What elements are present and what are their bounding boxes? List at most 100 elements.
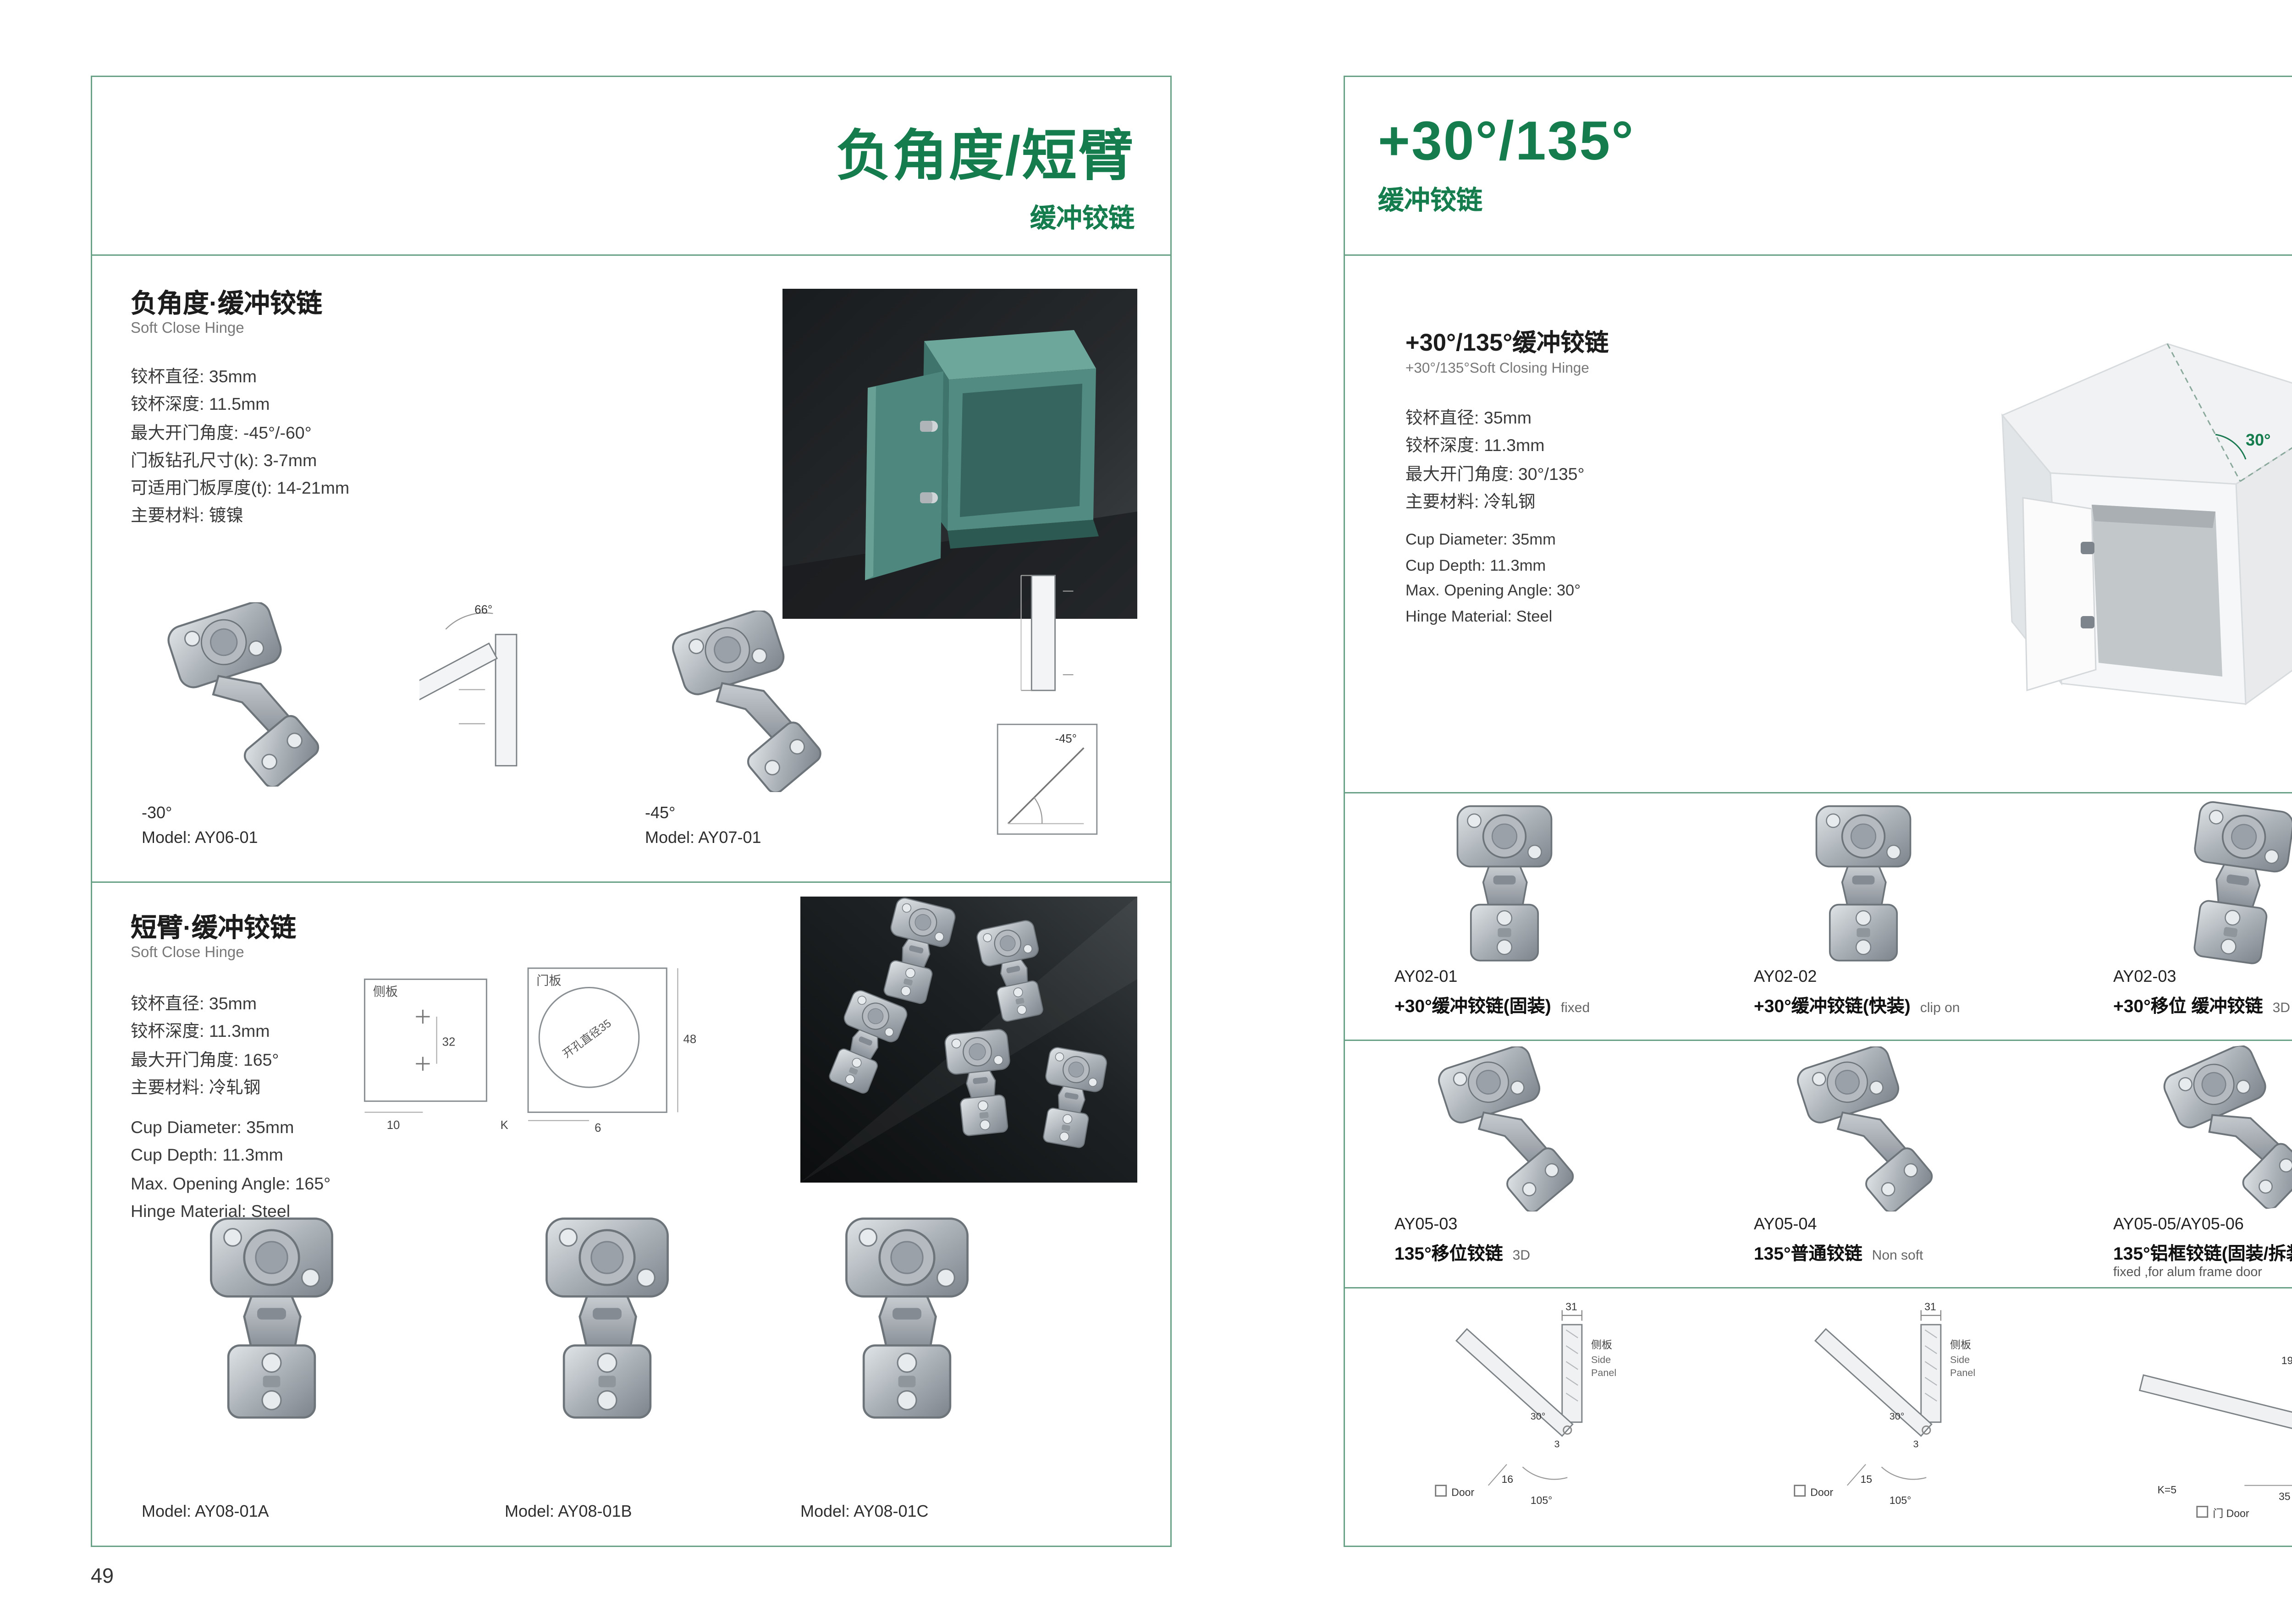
drawing-angle-label: -45° <box>1055 732 1077 745</box>
page-subtitle: 缓冲铰链 <box>1030 205 1135 234</box>
product-name: +30°缓冲铰链(固装)fixed <box>1394 996 1590 1016</box>
dim-label: 3 <box>1913 1438 1919 1449</box>
section-subheading: Soft Close Hinge <box>131 320 244 337</box>
arc-label: 105° <box>1890 1494 1912 1506</box>
section-heading: 负角度·缓冲铰链 <box>131 290 322 319</box>
product-name: 135°铝框铰链(固装/拆装) <box>2113 1243 2292 1264</box>
spec-line: Cup Diameter: 35mm <box>1405 532 1556 549</box>
arc-label: 105° <box>1531 1494 1553 1506</box>
page-subtitle: 缓冲铰链 <box>1378 187 1483 216</box>
product-code: AY05-04 <box>1753 1214 1817 1233</box>
product-model: Model: AY08-01B <box>505 1502 632 1521</box>
door-label: Door <box>1451 1486 1474 1498</box>
spec-line: 铰杯直径: 35mm <box>131 994 257 1013</box>
product-tag: 3D <box>2272 1001 2290 1016</box>
spec-line: 主要材料: 冷轧钢 <box>1405 492 1536 512</box>
spec-line: 门板钻孔尺寸(k): 3-7mm <box>131 451 317 470</box>
dim-label: K=5 <box>2157 1484 2176 1496</box>
corner-cabinet-render: 30° <box>1885 292 2292 745</box>
spec-line: 最大开门角度: -45°/-60° <box>131 423 312 442</box>
diagram-cell: 31 侧板 Side Panel 30° 3 15 105° Door <box>1704 1288 2064 1548</box>
product-code: AY05-05/AY05-06 <box>2113 1214 2244 1233</box>
product-note: fixed ,for alum frame door <box>2113 1265 2262 1280</box>
section-heading: 短臂·缓冲铰链 <box>131 914 296 943</box>
spec-line: Max. Opening Angle: 30° <box>1405 583 1581 600</box>
product-label: -45° Model: AY07-01 <box>645 800 761 850</box>
product-code: AY02-01 <box>1394 967 1458 986</box>
section-subheading: Soft Close Hinge <box>131 945 244 961</box>
hinge-photo <box>2152 1039 2292 1219</box>
spec-list-en: Cup Diameter: 35mm Cup Depth: 11.3mm Max… <box>131 1114 331 1225</box>
left-title-block: 负角度/短臂 缓冲铰链 <box>92 77 1170 256</box>
spec-line: 主要材料: 镀镍 <box>131 506 243 526</box>
product-model: Model: AY08-01C <box>800 1502 929 1521</box>
diagram-cell: H=0 19 侧板 Side Panel 37 35 <box>2064 1288 2292 1548</box>
spec-list-en: Cup Diameter: 35mm Cup Depth: 11.3mm Max… <box>1405 528 1581 631</box>
spec-line: 最大开门角度: 165° <box>131 1050 279 1069</box>
product-row-1: AY02-01 +30°缓冲铰链(固装)fixed AY02-02 +30°缓冲… <box>1345 792 2292 1040</box>
right-title-block: +30°/135° 缓冲铰链 <box>1345 77 2292 256</box>
section-heading: +30°/135°缓冲铰链 <box>1405 329 1609 356</box>
dim-48: 48 <box>683 1033 697 1046</box>
drilling-drawing: 侧板 门板 32 10 K 6 48 开孔直径35 <box>364 967 697 1134</box>
product-code: AY02-02 <box>1753 967 1817 986</box>
install-diagram-1: 31 侧板 Side Panel 30° 3 16 105° Door <box>1435 1300 1616 1506</box>
spec-list: 铰杯直径: 35mm 铰杯深度: 11.5mm 最大开门角度: -45°/-60… <box>131 363 349 530</box>
section-negative-angle: 负角度·缓冲铰链 Soft Close Hinge 铰杯直径: 35mm 铰杯深… <box>92 256 1170 881</box>
dim-label: 15 <box>1861 1473 1873 1485</box>
drawing-angle-label: 66° <box>474 603 492 616</box>
section-subheading: +30°/135°Soft Closing Hinge <box>1405 360 1589 377</box>
side-panel-en: Side <box>1591 1354 1611 1365</box>
spec-list-cn: 铰杯直径: 35mm 铰杯深度: 11.3mm 最大开门角度: 165° 主要材… <box>131 990 279 1101</box>
hinge-photo-dark <box>800 897 1137 1183</box>
diagram-row: 31 侧板 Side Panel 30° 3 16 105° Door <box>1345 1287 2292 1548</box>
spec-line: Cup Depth: 11.3mm <box>131 1145 283 1165</box>
product-model: Model: AY06-01 <box>142 828 258 847</box>
spec-line: Hinge Material: Steel <box>1405 609 1553 626</box>
hinge-photo-ay07 <box>667 611 829 792</box>
hinge-photo <box>1790 1046 1944 1211</box>
spec-line: Max. Opening Angle: 165° <box>131 1173 331 1193</box>
door-panel-label: 门板 <box>536 973 561 987</box>
hinge-photo <box>2166 794 2292 971</box>
section-short-arm: 短臂·缓冲铰链 Soft Close Hinge 铰杯直径: 35mm 铰杯深度… <box>92 881 1170 1548</box>
diagram-cell: 31 侧板 Side Panel 30° 3 16 105° Door <box>1345 1288 1704 1548</box>
hole-diameter-label: 开孔直径35 <box>561 1017 614 1060</box>
side-panel-en: Panel <box>1591 1367 1616 1378</box>
spec-line: 可适用门板厚度(t): 14-21mm <box>131 479 350 498</box>
dim-label: 3 <box>1554 1438 1560 1449</box>
dim-label: 35 <box>2278 1490 2290 1502</box>
product-tag: 3D <box>1512 1249 1531 1264</box>
dim-label: 19 <box>2281 1354 2292 1366</box>
spec-line: 最大开门角度: 30°/135° <box>1405 464 1585 484</box>
spec-line: 铰杯深度: 11.3mm <box>131 1022 270 1041</box>
hinge-photo-ay08c <box>835 1213 979 1422</box>
dim-label: 16 <box>1502 1473 1514 1485</box>
hinge-photo <box>1444 802 1565 964</box>
dim-k: K <box>501 1119 508 1132</box>
side-panel-label: 侧板 <box>1950 1339 1972 1351</box>
hinge-photo-ay08a <box>199 1213 344 1422</box>
product-tag: clip on <box>1920 1001 1960 1016</box>
product-label: -30° Model: AY06-01 <box>142 800 258 850</box>
page-number-left: 49 <box>91 1565 114 1588</box>
door-label: Door <box>1811 1486 1834 1498</box>
technical-drawing-1: 66° <box>419 603 518 767</box>
section-30-135: +30°/135°缓冲铰链 +30°/135°Soft Closing Hing… <box>1345 256 2292 792</box>
spec-line: 铰杯深度: 11.3mm <box>1405 436 1545 456</box>
spec-line: 主要材料: 冷轧钢 <box>131 1078 261 1097</box>
hinge-photo-ay06 <box>164 602 326 787</box>
hinge-photo <box>1430 1046 1584 1211</box>
angle-label: 30° <box>1531 1410 1546 1422</box>
product-model: Model: AY07-01 <box>645 828 761 847</box>
dim-10: 10 <box>387 1119 400 1132</box>
page-title: +30°/135° <box>1378 111 1635 172</box>
product-tag: fixed <box>1560 1001 1590 1016</box>
